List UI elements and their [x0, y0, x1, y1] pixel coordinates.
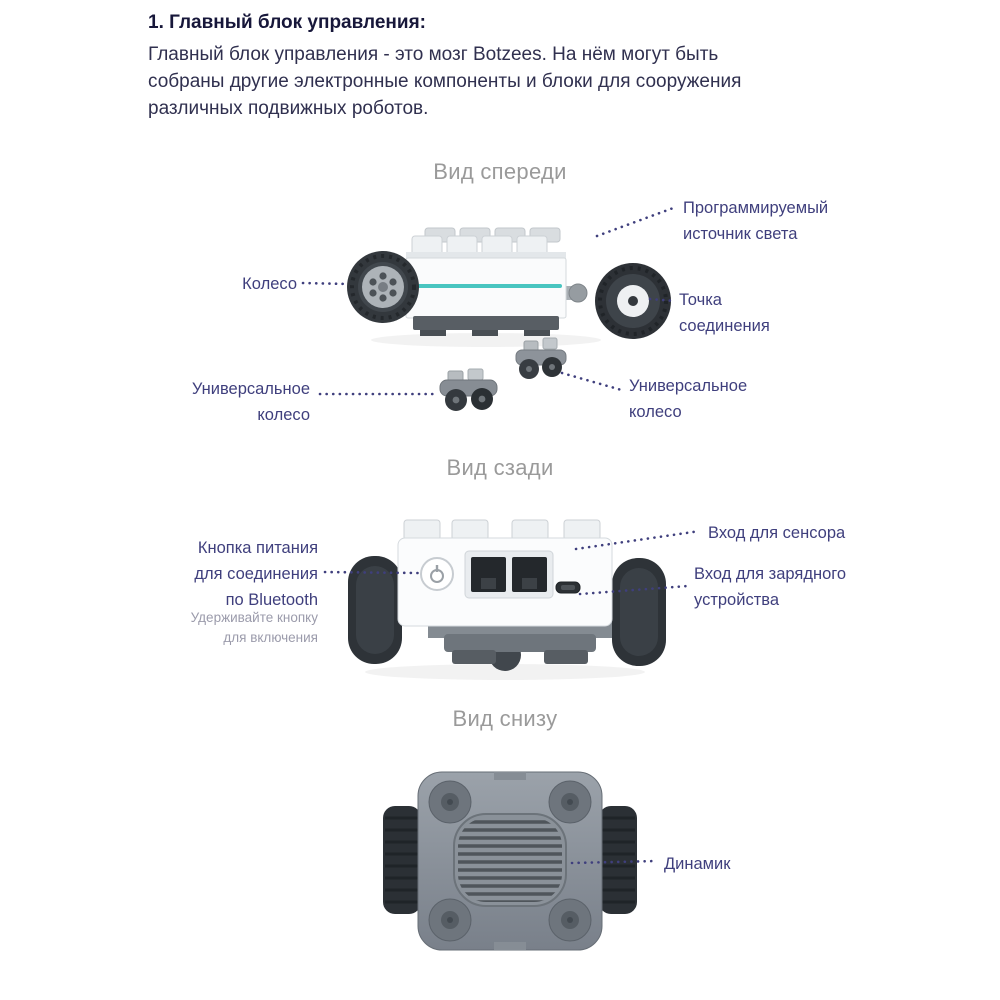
front-main-body: [405, 227, 567, 336]
label-sensor-input: Вход для сенсора: [708, 524, 846, 542]
back-view-figure: [348, 519, 666, 680]
page-title: 1. Главный блок управления:: [148, 12, 427, 33]
universal-wheel-piece-left: [439, 368, 498, 411]
programmable-light-strip: [410, 284, 562, 288]
leader-speaker: [570, 859, 658, 865]
label-wheel: Колесо: [242, 275, 297, 293]
intro-paragraph: Главный блок управления - это мозг Botze…: [148, 41, 848, 122]
label-universal-wheel-right: Универсальное колесо: [629, 377, 748, 421]
corner-mounts: [428, 780, 592, 942]
label-light-source: Программируемый источник света: [683, 199, 829, 243]
charging-port: [555, 581, 581, 594]
bottom-view-title: Вид снизу: [452, 706, 558, 731]
front-right-wheel: [595, 263, 671, 339]
label-universal-wheel-left: Универсальное колесо: [191, 380, 310, 424]
universal-wheel-piece-right: [515, 337, 567, 379]
back-chassis-base: [428, 620, 612, 671]
back-left-wheel: [348, 556, 402, 664]
label-power-button: Кнопка питания для соединения по Bluetoo…: [194, 539, 318, 609]
label-connection-point: Точка соединения: [679, 291, 770, 335]
leader-light-source: [595, 205, 678, 238]
bottom-left-wheel: [383, 806, 421, 914]
power-button: [420, 557, 454, 591]
bottom-view-figure: [383, 771, 637, 951]
label-charging-input: Вход для зарядного устройства: [694, 565, 847, 609]
bottom-right-wheel: [599, 806, 637, 914]
leader-universal-right: [560, 371, 627, 393]
leader-connection-point: [648, 297, 677, 303]
intro-paragraph-line-1: Главный блок управления - это мозг Botze…: [148, 44, 719, 65]
leader-power-button: [323, 570, 420, 575]
leader-charging-input: [578, 584, 690, 596]
label-speaker: Динамик: [664, 855, 731, 873]
back-right-wheel: [612, 558, 666, 666]
front-view-figure: [347, 227, 671, 411]
front-left-wheel: [347, 251, 419, 323]
speaker-grille: [453, 813, 567, 907]
label-power-hint: Удерживайте кнопку для включения: [190, 610, 318, 645]
back-view-title: Вид сзади: [446, 455, 554, 480]
callout-leader-lines: [301, 205, 702, 865]
intro-paragraph-line-3: различных подвижных роботов.: [148, 98, 429, 119]
front-view-title: Вид спереди: [433, 159, 567, 184]
leader-sensor-input: [574, 529, 702, 551]
sensor-ports: [464, 550, 554, 599]
intro-paragraph-line-2: собраны другие электронные компоненты и …: [148, 71, 742, 92]
leader-wheel: [301, 281, 351, 286]
